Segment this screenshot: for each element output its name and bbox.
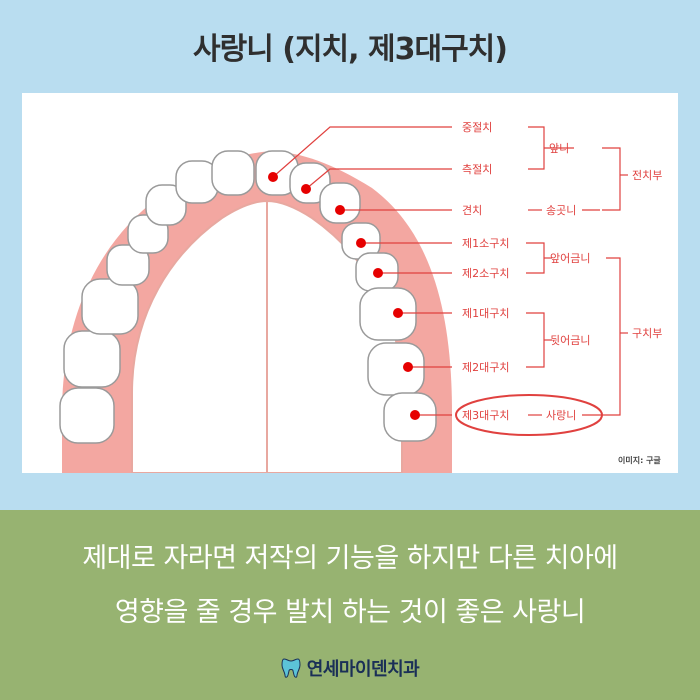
tooth-left-canine (145, 184, 187, 226)
label-third-molar: 제3대구치 (462, 409, 509, 422)
label-lateral-incisor: 측절치 (462, 163, 492, 176)
tooth-left-second-molar (63, 330, 121, 388)
marker-lateral-incisor (301, 184, 311, 194)
wisdom-tooth-highlight (455, 394, 603, 436)
tooth-right-lateral-incisor (289, 162, 331, 204)
label-small-molars: 앞어금니 (550, 252, 590, 265)
teeth-diagram: 중절치 측절치 견치 제1소구치 제2소구치 제1대구치 제2대구치 제3대구치… (22, 93, 678, 473)
marker-first-molar (393, 308, 403, 318)
tooth-right-third-molar (383, 392, 437, 442)
label-anterior: 전치부 (632, 169, 662, 182)
tooth-left-first-molar (81, 278, 139, 335)
page-title: 사랑니 (지치, 제3대구치) (193, 32, 508, 67)
marker-third-molar (410, 410, 420, 420)
marker-first-premolar (356, 238, 366, 248)
marker-canine (335, 205, 345, 215)
tooth-icon (281, 658, 301, 678)
tooth-markers (268, 172, 420, 420)
label-first-molar: 제1대구치 (462, 307, 509, 320)
marker-second-molar (403, 362, 413, 372)
label-wisdom-tooth: 사랑니 (546, 409, 576, 422)
label-first-premolar: 제1소구치 (462, 237, 509, 250)
tooth-right-second-molar (367, 342, 425, 396)
tooth-left-central-incisor (211, 150, 255, 196)
tooth-left-second-premolar (106, 244, 150, 286)
tooth-right-canine (319, 182, 361, 224)
label-second-premolar: 제2소구치 (462, 267, 509, 280)
label-posterior: 구치부 (632, 327, 662, 340)
left-teeth (59, 150, 255, 444)
label-canine: 견치 (462, 204, 482, 217)
teeth-diagram-svg: 중절치 측절치 견치 제1소구치 제2소구치 제1대구치 제2대구치 제3대구치… (59, 121, 662, 473)
tooth-right-first-molar (359, 287, 417, 341)
marker-second-premolar (373, 268, 383, 278)
caption-line-2: 영향을 줄 경우 발치 하는 것이 좋은 사랑니 (114, 597, 586, 628)
brand-footer: 연세마이덴치과 (0, 655, 700, 683)
label-large-molars: 뒷어금니 (550, 334, 590, 347)
label-front-teeth: 앞니 (549, 142, 569, 155)
brand-name: 연세마이덴치과 (306, 659, 420, 680)
marker-central-incisor (268, 172, 278, 182)
label-canine-tooth: 송곳니 (546, 204, 576, 217)
caption-line-1: 제대로 자라면 저작의 기능을 하지만 다른 치아에 (82, 543, 618, 574)
label-second-molar: 제2대구치 (462, 361, 509, 374)
palate (131, 199, 268, 473)
label-central-incisor: 중절치 (462, 121, 492, 134)
caption-band (0, 510, 700, 700)
image-credit: 이미지: 구글 (618, 455, 661, 465)
tooth-left-third-molar (59, 387, 115, 444)
